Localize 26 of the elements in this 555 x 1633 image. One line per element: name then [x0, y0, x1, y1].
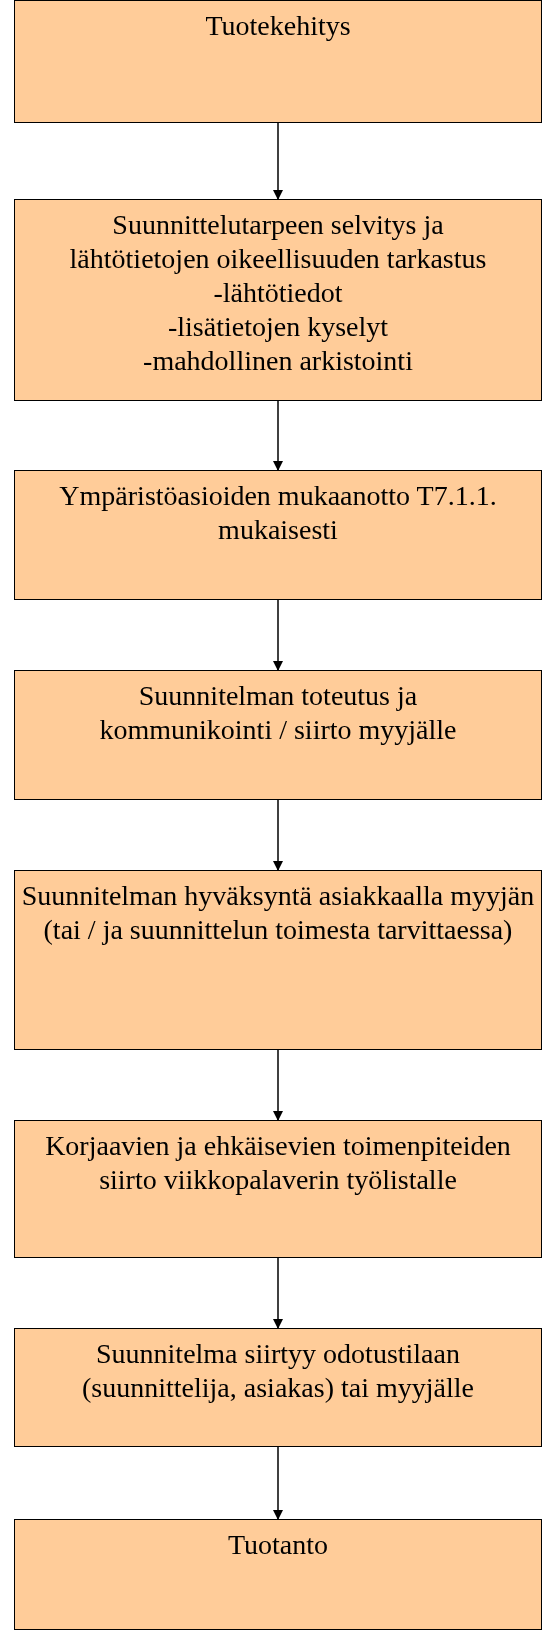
box-text: Suunnitelman toteutus ja kommunikointi / siirto myyjälle [98, 679, 458, 747]
process-box [14, 1519, 542, 1630]
process-box [14, 1328, 542, 1447]
process-box [14, 0, 542, 123]
box-text: Tuotekehitys [205, 9, 351, 43]
box-text: -lähtötiedot [213, 276, 343, 310]
box-text: Ympäristöasioiden mukaanotto T7.1.1. mukaisesti [58, 479, 498, 547]
box-text: Korjaavien ja ehkäisevien toimenpiteiden siirto viikkopalaverin työlistalle [44, 1129, 512, 1197]
arrow [273, 1446, 283, 1520]
arrow [273, 1257, 283, 1329]
process-box [14, 470, 542, 600]
process-box [14, 870, 542, 1050]
arrow [273, 122, 283, 200]
arrow [273, 400, 283, 471]
arrow [273, 799, 283, 871]
box-text: Suunnitelman hyväksyntä asiakkaalla myyjän (tai / ja suunnittelun toimesta tarvittaessa) [20, 879, 536, 947]
arrow [273, 1049, 283, 1121]
arrow [273, 599, 283, 671]
box-text: Suunnitelma siirtyy odotustilaan (suunnittelija, asiakas) tai myyjälle [81, 1337, 475, 1405]
box-text: -lisätietojen kyselyt [167, 310, 389, 344]
process-box [14, 199, 542, 401]
box-text: Suunnittelutarpeen selvitys ja lähtötietojen oikeellisuuden tarkastus [68, 208, 488, 276]
box-text: Tuotanto [227, 1528, 329, 1562]
process-box [14, 1120, 542, 1258]
box-text: -mahdollinen arkistointi [143, 344, 413, 378]
process-box [14, 670, 542, 800]
